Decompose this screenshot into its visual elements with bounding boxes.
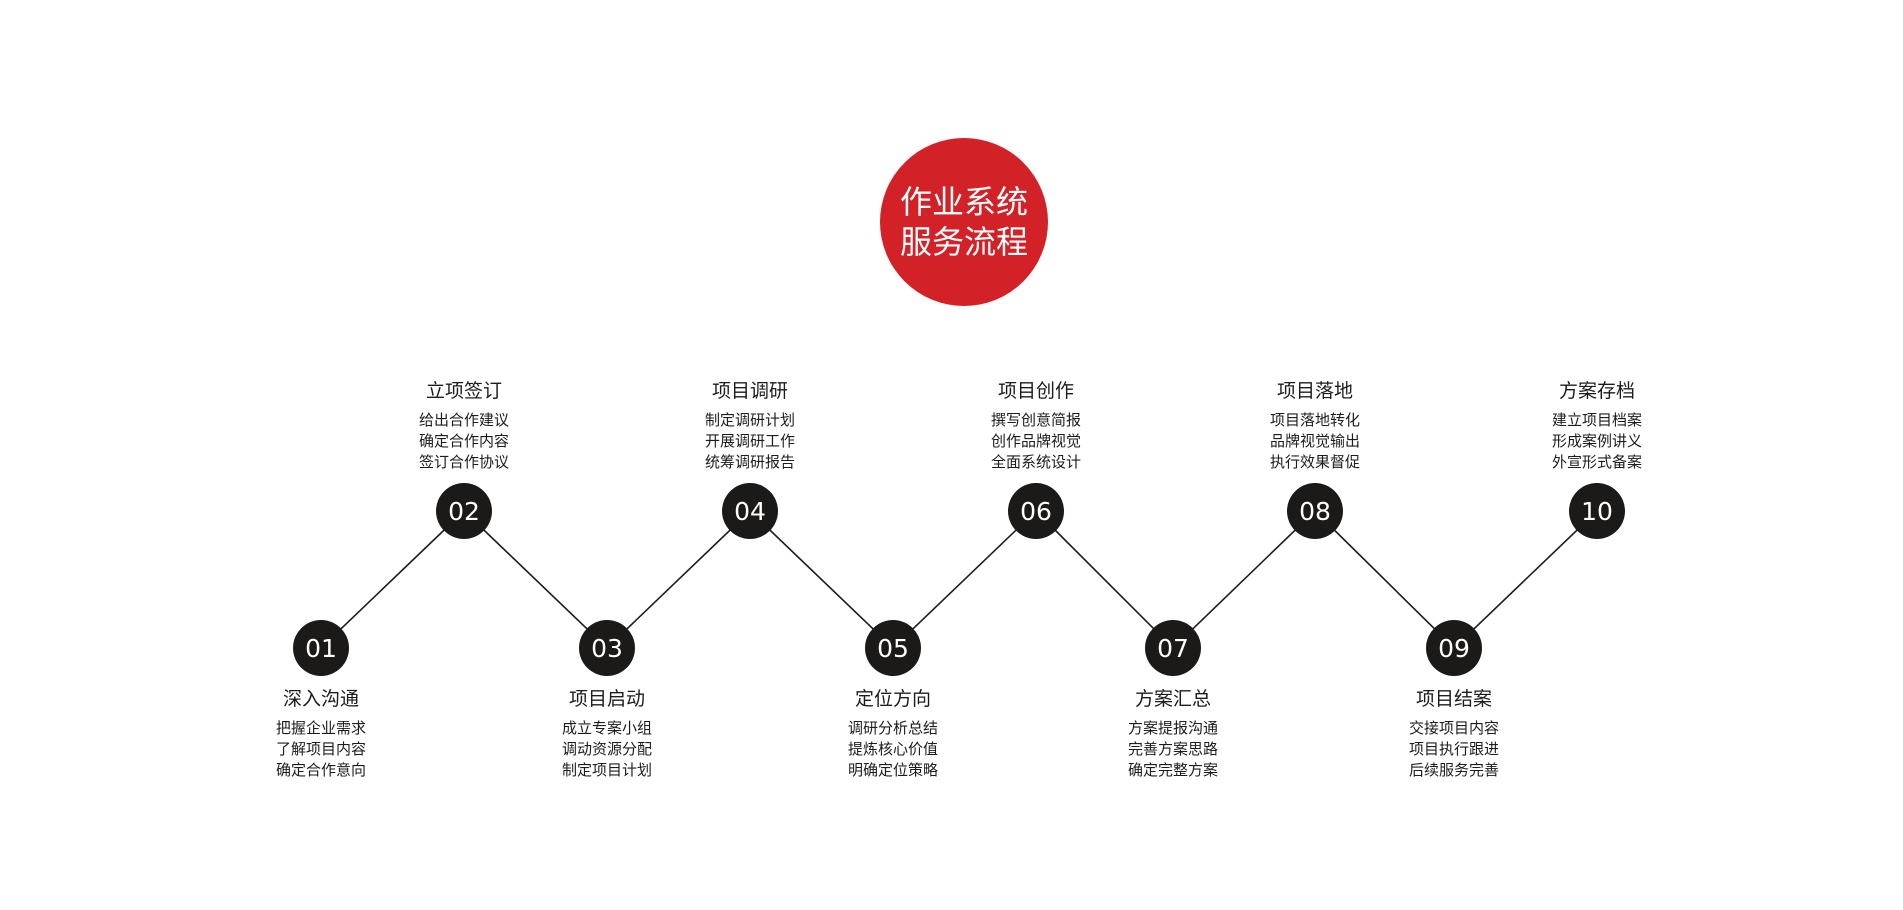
step-label-10: 方案存档 建立项目档案 形成案例讲义 外宣形式备案: [1507, 378, 1687, 473]
step-detail: 后续服务完善: [1408, 761, 1499, 779]
step-detail: 建立项目档案: [1551, 411, 1642, 429]
step-node-05: 05: [865, 620, 921, 676]
title-line-2: 服务流程: [899, 223, 1028, 261]
step-title: 项目创作: [997, 380, 1074, 402]
step-detail: 提炼核心价值: [847, 740, 938, 758]
step-label-06: 项目创作 撰写创意简报 创作品牌视觉 全面系统设计: [946, 378, 1126, 473]
step-title: 方案存档: [1558, 380, 1635, 402]
connector-line: [463, 510, 608, 649]
step-detail: 成立专案小组: [561, 719, 652, 737]
title-circle: 作业系统 服务流程: [880, 138, 1048, 306]
step-title: 立项签订: [425, 380, 502, 402]
step-number: 06: [1020, 496, 1052, 526]
connector-line: [1172, 510, 1316, 649]
step-node-07: 07: [1145, 620, 1201, 676]
step-detail: 外宣形式备案: [1551, 453, 1642, 471]
step-detail: 创作品牌视觉: [990, 432, 1081, 450]
step-detail: 交接项目内容: [1408, 719, 1499, 737]
step-node-04: 04: [722, 483, 778, 539]
step-number: 05: [877, 633, 909, 663]
step-detail: 项目执行跟进: [1408, 740, 1499, 758]
step-detail: 制定项目计划: [561, 761, 652, 779]
step-label-01: 深入沟通 把握企业需求 了解项目内容 确定合作意向: [231, 686, 411, 781]
connector-line: [1314, 510, 1455, 649]
step-detail: 了解项目内容: [275, 740, 366, 758]
step-label-08: 项目落地 项目落地转化 品牌视觉输出 执行效果督促: [1225, 378, 1405, 473]
step-detail: 确定合作内容: [418, 432, 509, 450]
connector-line: [606, 510, 751, 649]
step-label-03: 项目启动 成立专案小组 调动资源分配 制定项目计划: [517, 686, 697, 781]
step-detail: 完善方案思路: [1127, 740, 1218, 758]
step-detail: 统筹调研报告: [704, 453, 795, 471]
step-node-02: 02: [436, 483, 492, 539]
step-title: 项目落地: [1276, 380, 1353, 402]
step-node-10: 10: [1569, 483, 1625, 539]
step-label-02: 立项签订 给出合作建议 确定合作内容 签订合作协议: [374, 378, 554, 473]
step-detail: 执行效果督促: [1269, 453, 1360, 471]
step-node-06: 06: [1008, 483, 1064, 539]
step-detail: 给出合作建议: [418, 411, 509, 429]
step-title: 项目启动: [568, 688, 645, 710]
connector-line: [892, 510, 1037, 649]
step-detail: 制定调研计划: [704, 411, 795, 429]
step-number: 08: [1299, 496, 1331, 526]
step-label-09: 项目结案 交接项目内容 项目执行跟进 后续服务完善: [1364, 686, 1544, 781]
step-number: 01: [305, 633, 337, 663]
connector-line: [749, 510, 894, 649]
step-detail: 调动资源分配: [561, 740, 652, 758]
step-node-08: 08: [1287, 483, 1343, 539]
step-detail: 全面系统设计: [990, 453, 1081, 471]
connector-line: [320, 510, 465, 649]
step-detail: 形成案例讲义: [1551, 432, 1642, 450]
step-detail: 明确定位策略: [847, 761, 938, 779]
title-line-1: 作业系统: [899, 183, 1028, 221]
step-number: 07: [1157, 633, 1189, 663]
step-title: 定位方向: [854, 688, 931, 710]
step-detail: 调研分析总结: [847, 719, 938, 737]
step-detail: 开展调研工作: [704, 432, 795, 450]
step-label-04: 项目调研 制定调研计划 开展调研工作 统筹调研报告: [660, 378, 840, 473]
connector-line: [1035, 510, 1174, 649]
step-detail: 签订合作协议: [418, 453, 509, 471]
step-title: 项目调研: [711, 380, 788, 402]
step-detail: 项目落地转化: [1269, 411, 1360, 429]
connector-line: [1453, 510, 1598, 649]
step-number: 03: [591, 633, 623, 663]
step-node-03: 03: [579, 620, 635, 676]
step-detail: 撰写创意简报: [990, 411, 1081, 429]
step-detail: 方案提报沟通: [1127, 719, 1218, 737]
step-detail: 把握企业需求: [275, 719, 366, 737]
step-node-01: 01: [293, 620, 349, 676]
step-number: 10: [1581, 496, 1613, 526]
step-number: 09: [1438, 633, 1470, 663]
step-detail: 确定合作意向: [275, 761, 366, 779]
step-title: 项目结案: [1415, 688, 1492, 710]
step-detail: 品牌视觉输出: [1269, 432, 1360, 450]
step-label-07: 方案汇总 方案提报沟通 完善方案思路 确定完整方案: [1083, 686, 1263, 781]
step-number: 02: [448, 496, 480, 526]
step-detail: 确定完整方案: [1127, 761, 1218, 779]
step-label-05: 定位方向 调研分析总结 提炼核心价值 明确定位策略: [803, 686, 983, 781]
step-node-09: 09: [1426, 620, 1482, 676]
step-number: 04: [734, 496, 766, 526]
step-title: 方案汇总: [1134, 688, 1211, 710]
step-title: 深入沟通: [282, 688, 359, 710]
